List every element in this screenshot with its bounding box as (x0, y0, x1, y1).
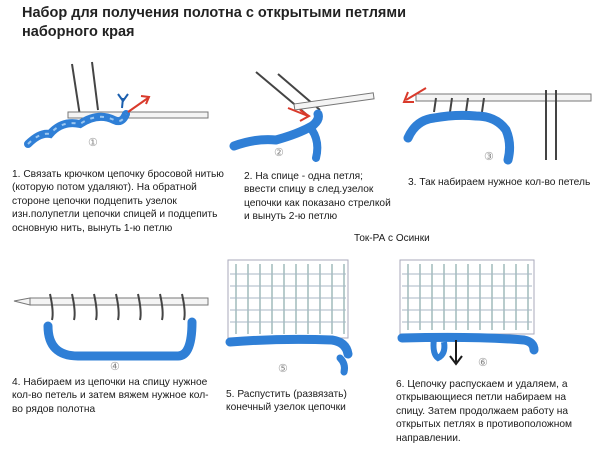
step-6-number: ⑥ (478, 356, 488, 369)
step-1-number: ① (88, 136, 98, 149)
step-6-caption: 6. Цепочку распускаем и удаляем, а откры… (396, 379, 573, 444)
step-6-illustration: ⑥ (397, 259, 539, 369)
step-5-caption: 5. Распустить (развязать) конечный узело… (226, 389, 347, 414)
step-1-illustration: ① (24, 61, 209, 149)
step-4-illustration: ④ (13, 293, 209, 373)
title-line-1: Набор для получения полотна с открытыми … (22, 5, 407, 21)
page-title: Набор для получения полотна с открытыми … (22, 4, 542, 42)
step-5-illustration: ⑤ (225, 259, 353, 376)
step-4-number: ④ (110, 360, 120, 373)
author-credit: Ток-РА с Осинки (354, 233, 430, 244)
step-5-number: ⑤ (278, 362, 288, 375)
step-3-illustration: ③ (402, 87, 592, 165)
step-3-caption: 3. Так набираем нужное кол-во петель (408, 177, 591, 188)
step-2-illustration: ② (229, 71, 375, 162)
step-1-caption: 1. Связать крючком цепочку бросовой нить… (12, 169, 224, 234)
title-line-2: наборного края (22, 24, 135, 40)
step-2-number: ② (274, 146, 284, 159)
step-3-number: ③ (484, 150, 494, 163)
step-2-caption: 2. На спице - одна петля; ввести спицу в… (244, 171, 391, 223)
step-4-caption: 4. Набираем из цепочки на спицу нужное к… (12, 377, 209, 415)
